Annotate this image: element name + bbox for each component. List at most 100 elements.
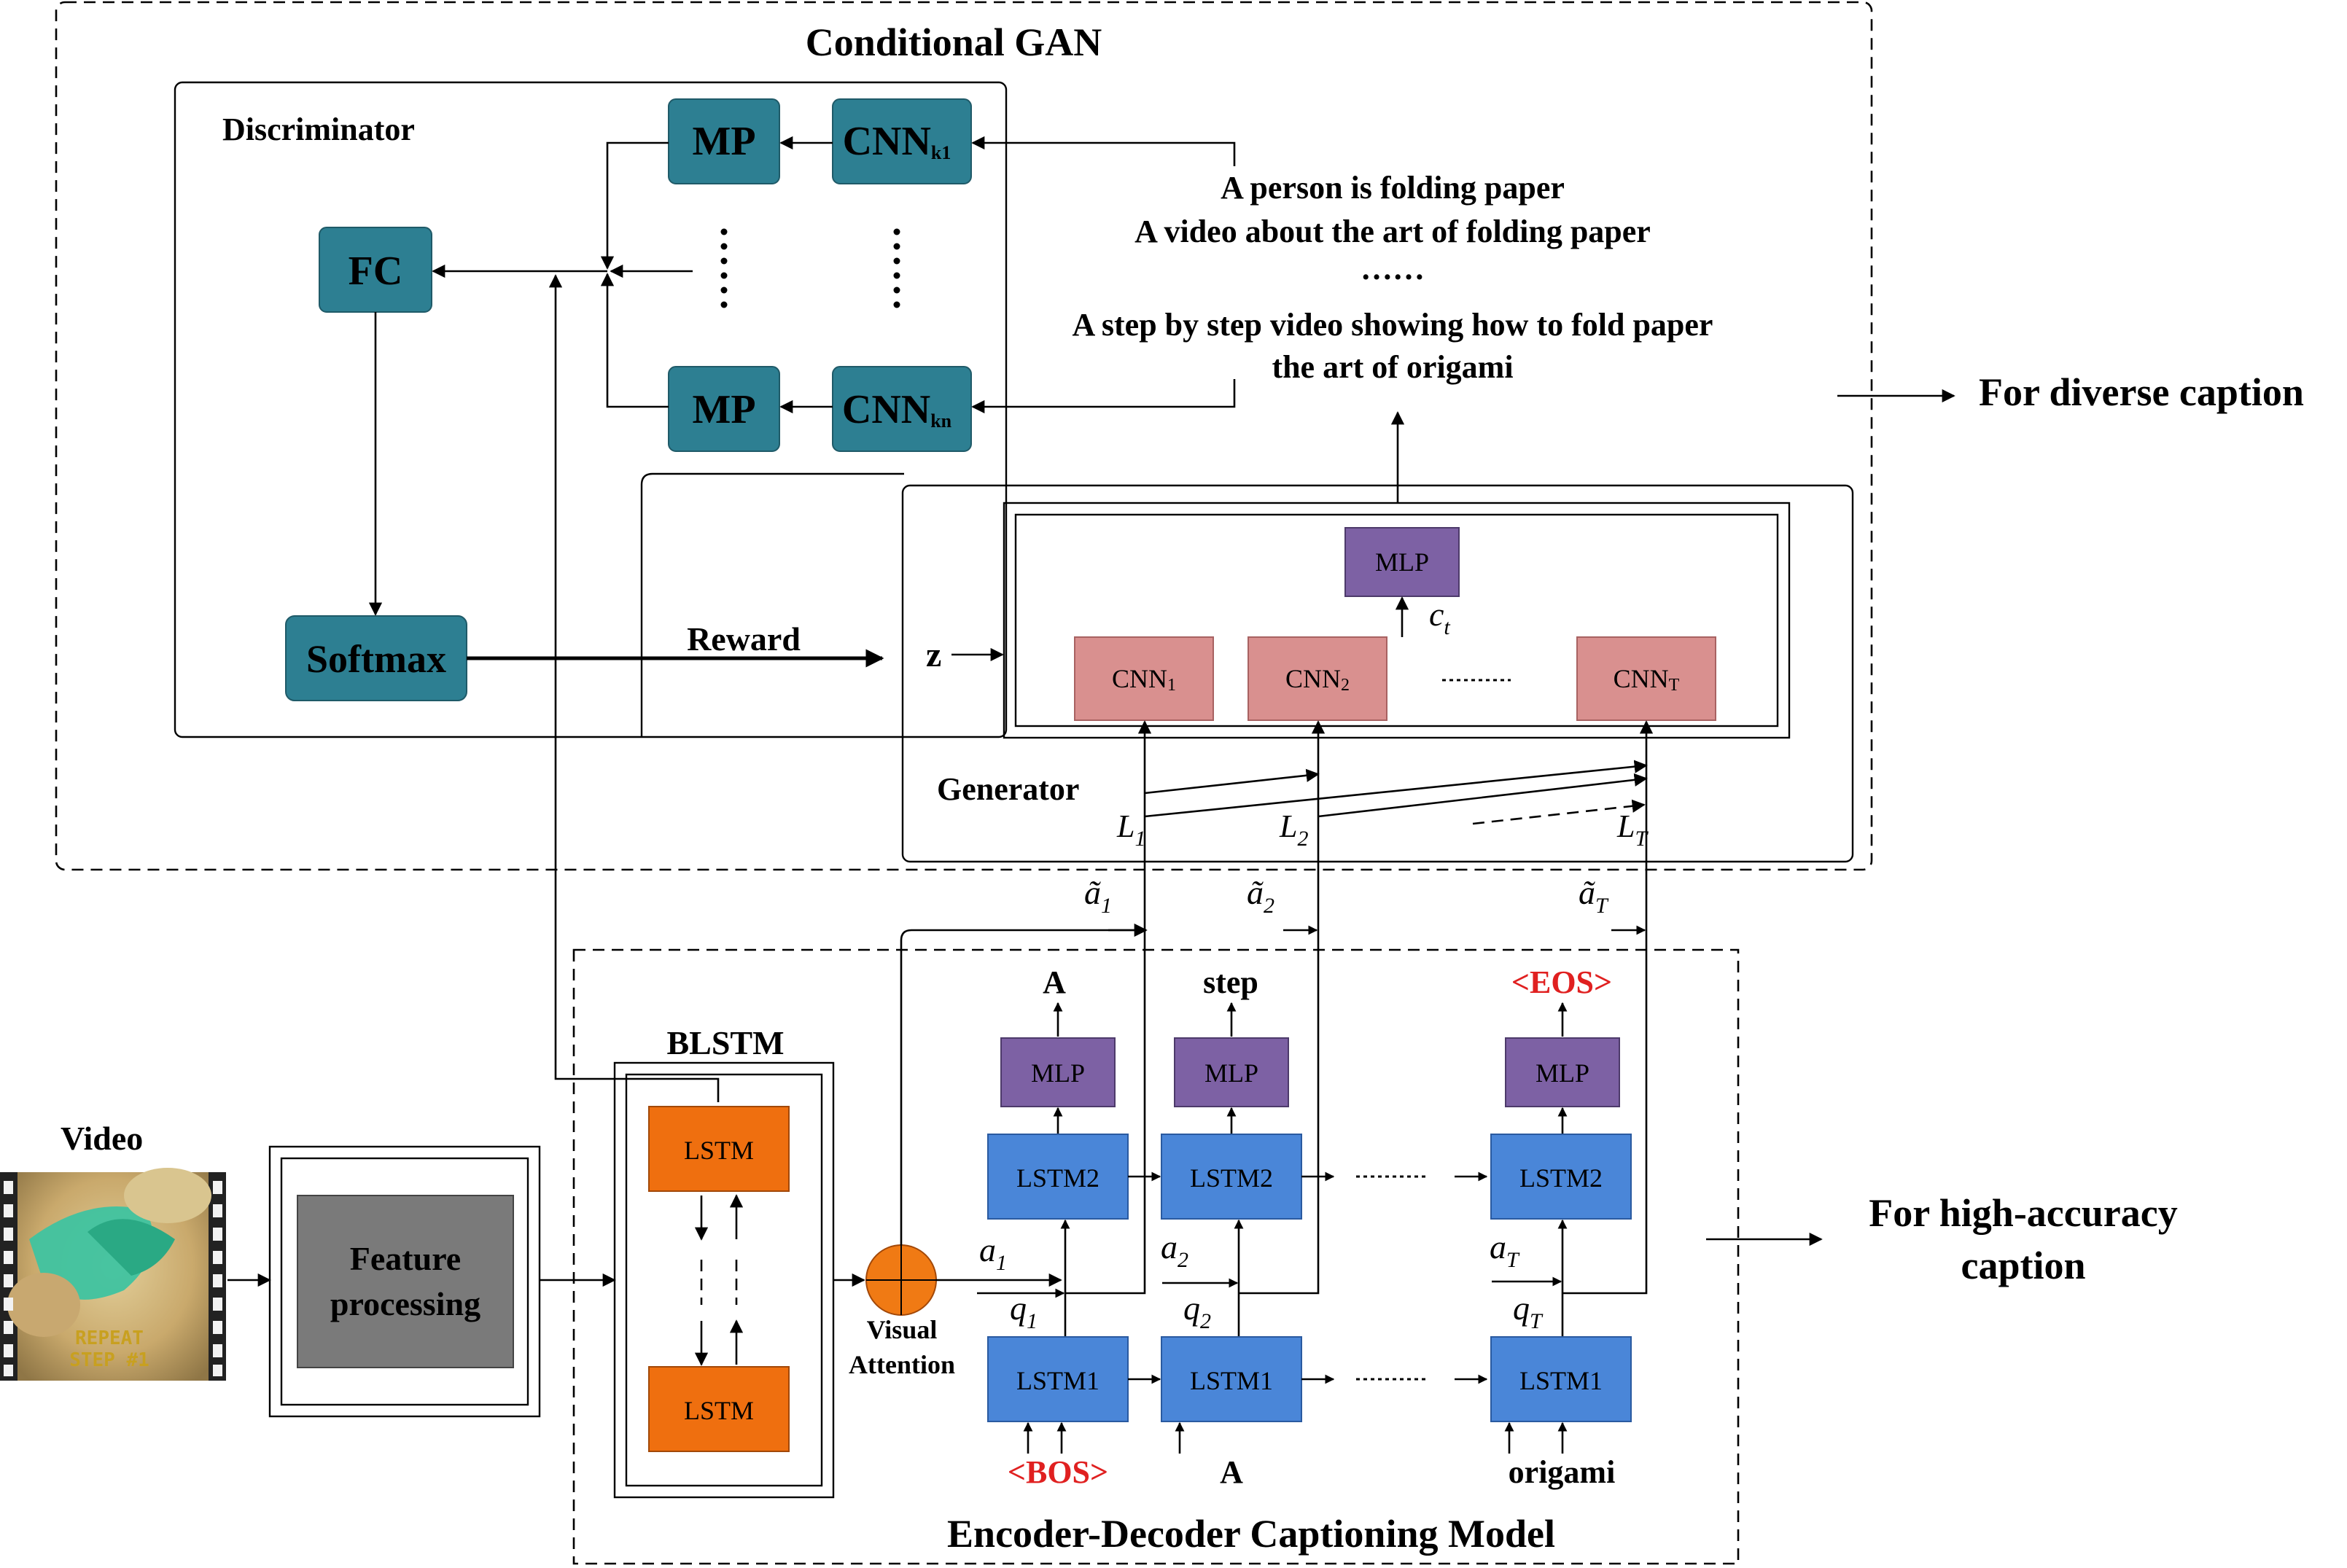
attention-to-atilde-arrow xyxy=(900,923,1148,1245)
mlp-label-1: MLP xyxy=(1031,1058,1085,1088)
mlp-box-2 xyxy=(1174,1037,1289,1107)
accuracy-caption-label-2: caption xyxy=(1961,1244,2085,1287)
caption-line-2: A video about the art of folding paper xyxy=(1134,214,1651,249)
blstm-inner-frame xyxy=(625,1073,823,1487)
generator-cnn2-box xyxy=(1248,636,1387,721)
lstm2-box-2 xyxy=(1161,1134,1302,1220)
lstm2-label-1: LSTM2 xyxy=(1016,1163,1099,1193)
lstm1-box-T xyxy=(1490,1336,1632,1422)
mlp-box-T xyxy=(1505,1037,1620,1107)
generator-cnn2-label: CNN2 xyxy=(1285,664,1350,695)
fc-label: FC xyxy=(349,249,403,294)
mp-label-top: MP xyxy=(692,119,755,164)
lstm2-label-2: LSTM2 xyxy=(1190,1163,1273,1193)
diverse-caption-label: For diverse caption xyxy=(1979,370,2304,414)
reward-label: Reward xyxy=(687,620,801,658)
out-word-T: <EOS> xyxy=(1511,964,1612,1000)
lstm1-label-T: LSTM1 xyxy=(1519,1366,1603,1395)
in-word-1: <BOS> xyxy=(1008,1454,1108,1490)
video-overlay-text-2: STEP #1 xyxy=(69,1349,149,1371)
ct-label: ct xyxy=(1429,596,1450,639)
feature-processing-box xyxy=(297,1195,514,1368)
generator-cnn1-box xyxy=(1074,636,1214,721)
generator-mlp-label: MLP xyxy=(1375,547,1429,577)
mp-box-bottom xyxy=(668,366,780,452)
blstm-label: BLSTM xyxy=(666,1024,784,1061)
cnn-kn-box xyxy=(832,366,972,452)
discriminator-box xyxy=(174,81,1008,738)
softmax-label: Softmax xyxy=(306,637,446,681)
visual-attention-label-2: Attention xyxy=(849,1350,955,1379)
blstm-lstm-top xyxy=(648,1106,790,1192)
video-overlay-text-1: REPEAT xyxy=(75,1327,144,1349)
feature-processing-label-2: processing xyxy=(330,1285,480,1322)
lstm2-box-T xyxy=(1490,1134,1632,1220)
generator-mlp-box xyxy=(1344,527,1460,597)
LT-label: LT xyxy=(1616,808,1649,851)
aT-label: aT xyxy=(1490,1228,1520,1272)
discriminator-vertical-dots xyxy=(720,228,900,308)
feature-outer-frame xyxy=(268,1145,541,1418)
mp-box-top xyxy=(668,98,780,184)
generator-l-arrows xyxy=(1144,760,1648,825)
lstm1-box-2 xyxy=(1161,1336,1302,1422)
generator-box xyxy=(901,484,1854,863)
q1-to-cnn1-arrow xyxy=(1065,720,1152,1295)
generator-inner-frame-outer xyxy=(1003,502,1791,739)
out-word-2: step xyxy=(1203,964,1258,1000)
caption-line-3: …… xyxy=(1361,251,1425,286)
discriminator-generator-connector xyxy=(640,472,904,737)
conditional-gan-frame xyxy=(55,1,1873,871)
a2-label: a2 xyxy=(1161,1228,1188,1272)
out-word-1: A xyxy=(1043,964,1066,1000)
q2-to-cnn2-arrow xyxy=(1239,720,1326,1295)
z-label: z xyxy=(926,636,941,674)
qT-to-cnnT-arrow xyxy=(1562,720,1654,1295)
blstm-internal-arrows xyxy=(694,1194,744,1366)
a1-tilde-label: ã1 xyxy=(1084,874,1112,918)
conditional-gan-title: Conditional GAN xyxy=(806,20,1102,64)
caption-line-4: A step by step video showing how to fold… xyxy=(1073,307,1713,343)
blstm-lstm-top-label: LSTM xyxy=(684,1136,754,1165)
lstm2-label-T: LSTM2 xyxy=(1519,1163,1603,1193)
cnn-kn-label: CNNkn xyxy=(842,387,952,432)
video-label: Video xyxy=(61,1120,143,1157)
caption-line-1: A person is folding paper xyxy=(1221,170,1565,206)
L2-label: L2 xyxy=(1279,808,1308,851)
mlp-label-T: MLP xyxy=(1536,1058,1589,1088)
cnn-k1-box xyxy=(832,98,972,184)
generator-inner-frame-inner xyxy=(1014,513,1779,728)
blstm-lstm-bottom xyxy=(648,1366,790,1452)
encoder-decoder-title: Encoder-Decoder Captioning Model xyxy=(947,1512,1555,1556)
generator-cnnT-box xyxy=(1576,636,1716,721)
a2-tilde-label: ã2 xyxy=(1247,874,1274,918)
q1-label: q1 xyxy=(1010,1290,1038,1333)
L1-label: L1 xyxy=(1116,808,1145,851)
q2-label: q2 xyxy=(1183,1290,1211,1333)
mp-label-bottom: MP xyxy=(692,387,755,432)
in-word-2: A xyxy=(1220,1454,1243,1490)
video-thumbnail: REPEAT STEP #1 xyxy=(0,1168,226,1381)
lstm1-label-1: LSTM1 xyxy=(1016,1366,1099,1395)
accuracy-caption-label-1: For high-accuracy xyxy=(1869,1191,2177,1235)
qT-label: qT xyxy=(1513,1290,1544,1333)
generator-cnnT-label: CNNT xyxy=(1614,664,1680,695)
feature-processing-label-1: Feature xyxy=(350,1240,461,1277)
encoder-decoder-frame xyxy=(572,948,1740,1565)
a1-label: a1 xyxy=(979,1231,1007,1275)
aT-tilde-label: ãT xyxy=(1579,874,1609,918)
generator-cnn1-label: CNN1 xyxy=(1112,664,1176,695)
discriminator-arrows xyxy=(368,136,1236,1102)
caption-line-5: the art of origami xyxy=(1272,349,1513,385)
cnn-k1-label: CNNk1 xyxy=(843,119,951,164)
lstm2-box-1 xyxy=(987,1134,1129,1220)
lstm1-label-2: LSTM1 xyxy=(1190,1366,1273,1395)
visual-attention-label-1: Visual xyxy=(867,1315,938,1344)
mlp-label-2: MLP xyxy=(1204,1058,1258,1088)
lstm1-box-1 xyxy=(987,1336,1129,1422)
generated-captions: A person is folding paper A video about … xyxy=(1073,170,1713,385)
blstm-lstm-bottom-label: LSTM xyxy=(684,1396,754,1425)
mlp-box-1 xyxy=(1000,1037,1116,1107)
generator-label: Generator xyxy=(937,771,1079,807)
